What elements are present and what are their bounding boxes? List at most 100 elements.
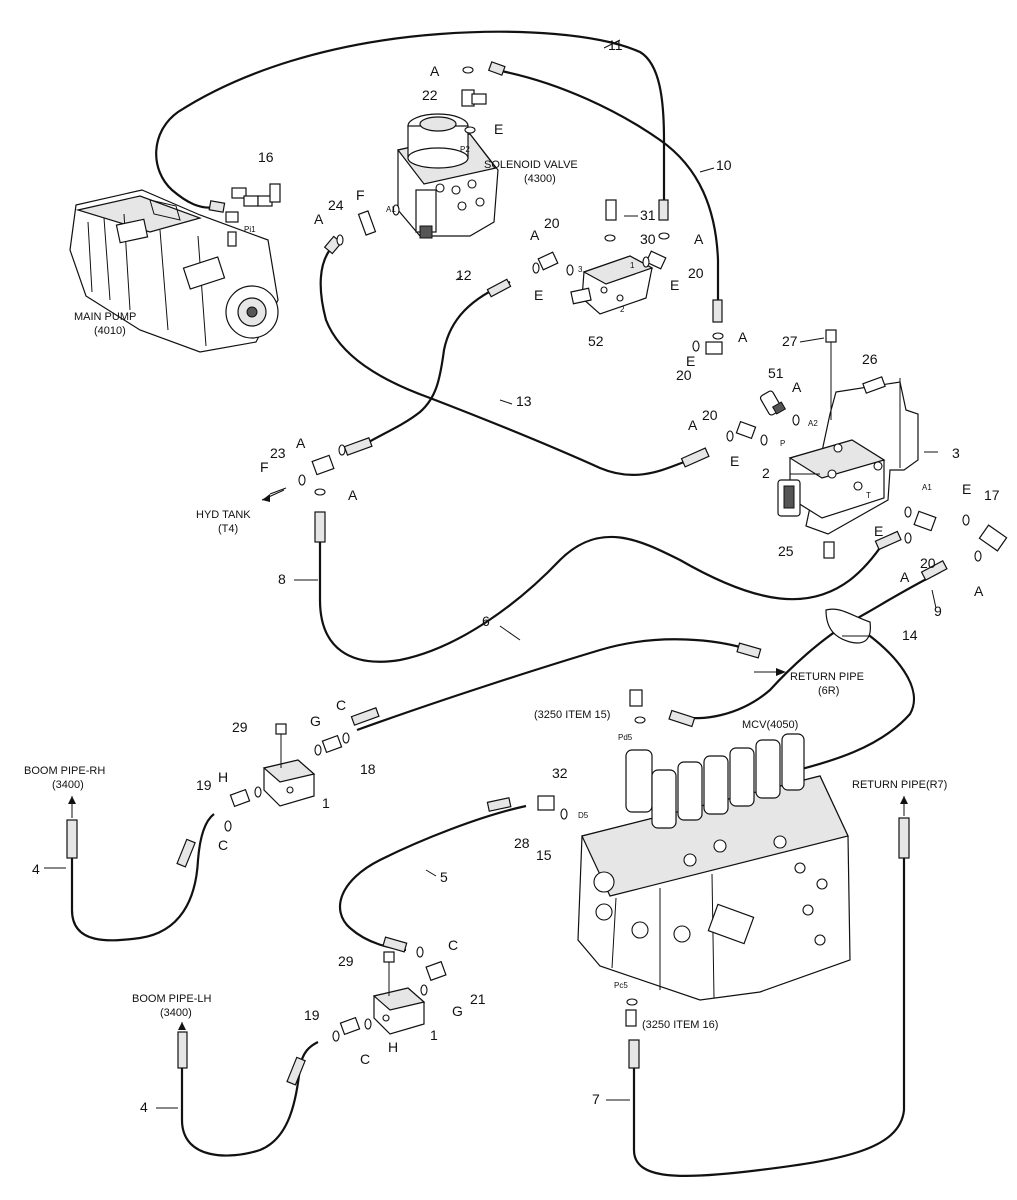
callout-5: 5 bbox=[440, 869, 448, 885]
hose-fittings bbox=[66, 61, 948, 1086]
main-pump-code: (4010) bbox=[94, 325, 126, 337]
hose-11 bbox=[155, 30, 666, 209]
hose-4-lh bbox=[180, 1041, 319, 1157]
block2-port-p: P bbox=[780, 439, 785, 448]
hose-4-rh bbox=[70, 813, 215, 942]
callout-20a: 20 bbox=[544, 215, 560, 231]
callout-30: 30 bbox=[640, 231, 656, 247]
pump-port-pi1: Pi1 bbox=[244, 225, 256, 234]
solenoid-valve bbox=[396, 113, 499, 239]
letter-f-1: F bbox=[356, 187, 365, 203]
return-pipe-6r-code: (6R) bbox=[818, 685, 839, 697]
letter-f-2: F bbox=[260, 459, 269, 475]
callout-9: 9 bbox=[934, 603, 942, 619]
callout-12: 12 bbox=[456, 267, 472, 283]
hyd-tank-code: (T4) bbox=[218, 523, 238, 535]
hose-9 bbox=[789, 571, 941, 774]
letter-e-6: E bbox=[962, 481, 971, 497]
block52-port-1: 1 bbox=[630, 261, 635, 270]
callout-17: 17 bbox=[984, 487, 1000, 503]
letter-a-5: A bbox=[738, 329, 748, 345]
callout-7: 7 bbox=[592, 1091, 600, 1107]
letter-a-1: A bbox=[430, 63, 440, 79]
ref-item15-label: (3250 ITEM 15) bbox=[534, 709, 610, 721]
callout-31: 31 bbox=[640, 207, 656, 223]
letter-e-4: E bbox=[686, 353, 695, 369]
letter-a-8: A bbox=[296, 435, 306, 451]
callout-20e: 20 bbox=[920, 555, 936, 571]
callout-20d: 20 bbox=[702, 407, 718, 423]
letter-a-2: A bbox=[314, 211, 324, 227]
callout-15: 15 bbox=[536, 847, 552, 863]
hoses bbox=[70, 30, 941, 1178]
letter-a-11: A bbox=[974, 583, 984, 599]
callout-2: 2 bbox=[762, 465, 770, 481]
valve-block-2 bbox=[777, 439, 886, 519]
callout-20c: 20 bbox=[676, 367, 692, 383]
callout-14: 14 bbox=[902, 627, 918, 643]
block-1-lower bbox=[372, 951, 426, 1035]
callout-1a: 1 bbox=[322, 795, 330, 811]
letter-e-7: E bbox=[874, 523, 883, 539]
callout-24: 24 bbox=[328, 197, 344, 213]
block52-port-2: 2 bbox=[620, 305, 625, 314]
callout-21: 21 bbox=[470, 991, 486, 1007]
letter-a-7: A bbox=[688, 417, 698, 433]
callout-3: 3 bbox=[952, 445, 960, 461]
block2-port-a1: A1 bbox=[922, 483, 932, 492]
callout-11: 11 bbox=[608, 37, 623, 53]
block52-port-3: 3 bbox=[578, 265, 583, 274]
letter-a-4: A bbox=[694, 231, 704, 247]
hose-5 bbox=[338, 804, 527, 952]
callout-4a: 4 bbox=[32, 861, 40, 877]
pressure-sensor-51 bbox=[759, 390, 787, 416]
small-fittings bbox=[229, 89, 1008, 1036]
letter-c-1: C bbox=[336, 697, 346, 713]
letter-a-6: A bbox=[792, 379, 802, 395]
letter-e-2: E bbox=[534, 287, 543, 303]
letter-h-1: H bbox=[218, 769, 228, 785]
block-1-upper bbox=[262, 723, 316, 807]
solenoid-port-p2: P2 bbox=[460, 145, 470, 154]
solenoid-valve-label: SOLENOID VALVE bbox=[484, 159, 578, 171]
hose-10 bbox=[495, 68, 720, 316]
boom-pipe-lh-code: (3400) bbox=[160, 1007, 192, 1019]
mcv-port-pd5: Pd5 bbox=[618, 733, 633, 742]
callout-4b: 4 bbox=[140, 1099, 148, 1115]
callout-26: 26 bbox=[862, 351, 878, 367]
callout-13: 13 bbox=[516, 393, 532, 409]
boom-pipe-lh-label: BOOM PIPE-LH bbox=[132, 993, 212, 1005]
callout-18: 18 bbox=[360, 761, 376, 777]
flow-arrows bbox=[68, 489, 908, 1030]
hyd-tank-label: HYD TANK bbox=[196, 509, 251, 521]
hose-7 bbox=[632, 850, 906, 1178]
callout-27: 27 bbox=[782, 333, 798, 349]
callout-28: 28 bbox=[514, 835, 530, 851]
letter-a-9: A bbox=[348, 487, 358, 503]
letter-e-3: E bbox=[670, 277, 679, 293]
letter-callouts: A E F A A A E E A E A A E A F A E E A A … bbox=[218, 63, 984, 1067]
boom-pipe-rh-code: (3400) bbox=[52, 779, 84, 791]
callout-6: 6 bbox=[482, 613, 490, 629]
bolt-27 bbox=[825, 329, 837, 420]
hose-13 bbox=[319, 245, 691, 477]
callout-10: 10 bbox=[716, 157, 732, 173]
mcv-port-pc5: Pc5 bbox=[614, 981, 628, 990]
solenoid-valve-code: (4300) bbox=[524, 173, 556, 185]
block2-port-a2: A2 bbox=[808, 419, 818, 428]
callout-29b: 29 bbox=[338, 953, 354, 969]
letter-c-4: C bbox=[360, 1051, 370, 1067]
main-pump bbox=[69, 189, 279, 353]
callout-51: 51 bbox=[768, 365, 784, 381]
letter-e-5: E bbox=[730, 453, 739, 469]
o-rings bbox=[224, 66, 982, 1042]
callout-8: 8 bbox=[278, 571, 286, 587]
letter-e-1: E bbox=[494, 121, 503, 137]
letter-c-3: C bbox=[448, 937, 458, 953]
letter-g-1: G bbox=[310, 713, 321, 729]
callout-23: 23 bbox=[270, 445, 286, 461]
block2-port-t: T bbox=[866, 491, 871, 500]
mcv-body bbox=[577, 733, 851, 1001]
